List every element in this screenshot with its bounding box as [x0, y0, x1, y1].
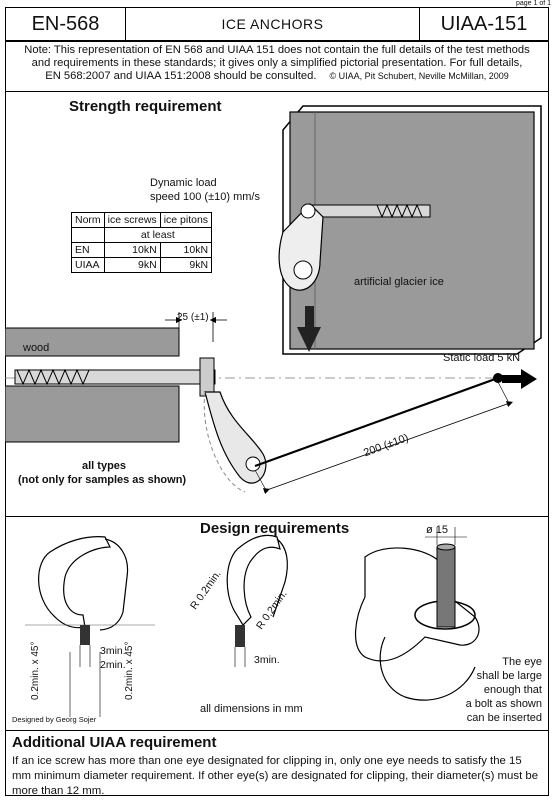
design-title: Design requirements [200, 520, 350, 537]
note-line-3: EN 568:2007 and UIAA 151:2008 should be … [45, 70, 317, 82]
header-title: ICE ANCHORS [221, 16, 324, 32]
additional-title: Additional UIAA requirement [12, 734, 217, 751]
wood-label: wood [23, 342, 50, 354]
wood-block [5, 327, 180, 443]
eye-detail-radius [226, 534, 288, 667]
table-cell: Norm [71, 212, 105, 228]
dynamic-load-label: Dynamic load [150, 177, 217, 189]
additional-text: If an ice screw has more than one eye de… [12, 755, 539, 797]
ice-screw-in-wood [14, 357, 267, 493]
eye-note-line: The eye [502, 656, 542, 668]
header-standard-en: EN-568 [6, 8, 126, 40]
design-diagram [25, 527, 480, 717]
table-row: UIAA 9kN 9kN [71, 257, 213, 273]
static-load [254, 369, 537, 468]
table-cell: 9kN [159, 257, 213, 273]
speed-label: speed 100 (±10) mm/s [150, 191, 260, 203]
all-dimensions-label: all dimensions in mm [200, 703, 303, 715]
table-cell: at least [103, 227, 213, 243]
header: EN-568 ICE ANCHORS UIAA-151 [5, 7, 549, 41]
diameter-label: ø 15 [426, 524, 449, 536]
header-standard-uiaa: UIAA-151 [419, 8, 548, 40]
dim-3-label-a: 3min. [100, 645, 126, 657]
eye-note: The eye shall be large enough that a bol… [440, 655, 542, 725]
table-cell: 9kN [103, 257, 161, 273]
divider-strength [5, 516, 549, 517]
table-row: at least [71, 227, 213, 243]
not-only-label: (not only for samples as shown) [18, 474, 187, 486]
note-line-3-wrap: EN 568:2007 and UIAA 151:2008 should be … [6, 70, 548, 83]
table-cell [71, 227, 105, 243]
eye-detail-chamfer [25, 536, 155, 717]
table-cell: ice pitons [159, 212, 213, 228]
table-cell: ice screws [103, 212, 161, 228]
dim-25-label: 25 (±1) [177, 312, 209, 323]
glacier-label: artificial glacier ice [354, 276, 444, 288]
eye-note-line: a bolt as shown [465, 698, 542, 710]
table-cell: UIAA [71, 257, 105, 273]
strength-title: Strength requirement [69, 98, 222, 115]
hand-with-bolt [354, 527, 480, 701]
table-row: Norm ice screws ice pitons [71, 212, 213, 228]
eye-note-line: enough that [483, 684, 542, 696]
divider-note [5, 91, 549, 92]
all-types-label: all types [82, 460, 127, 472]
page-number: page 1 of 1 [515, 0, 551, 7]
dimension-25 [165, 312, 227, 342]
copyright: © UIAA, Pit Schubert, Neville McMillan, … [329, 71, 509, 81]
static-load-label: Static load 5 kN [443, 352, 521, 364]
strength-diagram [5, 105, 542, 495]
designer-credit: Designed by Georg Sojer [12, 715, 97, 724]
additional-requirement: Additional UIAA requirement If an ice sc… [12, 735, 542, 799]
eye-note-line: shall be large [476, 670, 542, 682]
dim-2-label: 2min. [100, 659, 126, 671]
disclaimer-note: Note: This representation of EN 568 and … [6, 44, 548, 83]
glacier-ice-block [282, 105, 542, 355]
table-cell: 10kN [159, 242, 213, 258]
angle-left-label: 0.2min. x 45° [30, 641, 41, 700]
dim-3-label-b: 3min. [254, 654, 280, 666]
dynamic-load-arrow [297, 306, 321, 352]
load-table: Norm ice screws ice pitons at least EN 1… [71, 212, 213, 273]
table-row: EN 10kN 10kN [71, 242, 213, 258]
table-cell: EN [71, 242, 105, 258]
dimension-200 [254, 381, 514, 495]
table-cell: 10kN [103, 242, 161, 258]
ice-screw-in-ice [278, 203, 431, 291]
note-line-1: Note: This representation of EN 568 and … [24, 44, 530, 56]
note-line-2: and requirements in these standards; it … [31, 57, 523, 69]
eye-note-line: can be inserted [466, 712, 542, 724]
divider-design [5, 730, 549, 731]
